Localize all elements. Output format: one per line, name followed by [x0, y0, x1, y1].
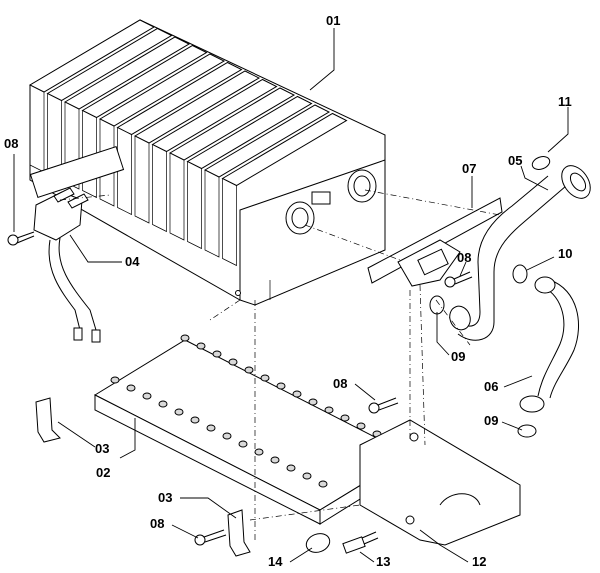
burner-nozzle: [238, 440, 248, 448]
washer-09-upper: [429, 295, 445, 315]
callout-05: 05: [508, 153, 522, 168]
alignment-lines: [59, 189, 501, 540]
burner-nozzle: [180, 334, 190, 342]
heat-exchanger-fin: [221, 112, 348, 187]
heat-exchanger-fin: [116, 61, 243, 136]
burner-nozzle: [324, 406, 334, 414]
bracket-03-left: [35, 397, 61, 443]
screw-13: [342, 531, 379, 554]
washer-09-lower: [517, 424, 537, 438]
bracket-03-bottom: [227, 509, 251, 557]
callout-10: 10: [558, 246, 572, 261]
callout-11: 11: [558, 94, 572, 109]
heat-exchanger-fin: [98, 53, 226, 127]
callout-02: 02: [96, 465, 110, 480]
pipe-05: [449, 165, 591, 341]
callout-12: 12: [472, 554, 486, 569]
manifold-plate-12: [359, 419, 521, 546]
burner-nozzle: [254, 448, 264, 456]
screw-08-bottom: [194, 529, 227, 546]
burner-nozzle: [270, 456, 280, 464]
callout-04: 04: [125, 254, 140, 269]
burner-nozzle: [340, 414, 350, 422]
callout-labels: 01 08 04 05 11 07 08 10 09 06 09 08 03 0…: [4, 13, 572, 569]
burner-nozzle: [276, 382, 286, 390]
callout-08-left: 08: [4, 136, 18, 151]
pipe-06: [519, 276, 580, 413]
heat-exchanger-fin: [81, 44, 208, 119]
callout-03-bottom: 03: [158, 490, 172, 505]
burner-nozzle: [206, 424, 216, 432]
burner-nozzle: [222, 432, 232, 440]
heat-exchanger-fin-side: [29, 85, 45, 173]
callout-08-manifold: 08: [333, 376, 347, 391]
burner-nozzle: [260, 374, 270, 382]
heat-exchanger-fin-side: [169, 153, 185, 241]
burner-nozzle: [308, 398, 318, 406]
burner-nozzle: [142, 392, 152, 400]
heat-exchanger-fin: [28, 19, 156, 93]
callout-07: 07: [462, 161, 476, 176]
burner-nozzle: [190, 416, 200, 424]
o-ring-10: [512, 264, 528, 284]
callout-14: 14: [268, 554, 283, 569]
heat-exchanger-fin: [63, 36, 191, 110]
burner-nozzle: [196, 342, 206, 350]
heat-exchanger-fin: [133, 70, 261, 144]
burner-nozzle: [286, 464, 296, 472]
gasket-plate: [367, 197, 503, 287]
callout-08-plate: 08: [457, 250, 471, 265]
heat-exchanger-fin-side: [152, 144, 167, 233]
burner-nozzle: [228, 358, 238, 366]
burner-nozzle: [174, 408, 184, 416]
callout-03-left: 03: [95, 441, 109, 456]
burner-nozzle: [318, 480, 328, 488]
leader-lines: [13, 28, 569, 563]
burner-nozzle: [302, 472, 312, 480]
heat-exchanger-fin: [186, 95, 313, 170]
burner-nozzle: [356, 422, 366, 430]
electrode-sensor: [29, 146, 125, 343]
burner-nozzle: [212, 350, 222, 358]
burner-nozzle: [126, 384, 136, 392]
heat-exchanger-fin-side: [204, 170, 220, 258]
burner-nozzle: [244, 366, 254, 374]
o-ring-11: [531, 156, 551, 170]
screw-08-left: [7, 231, 35, 246]
callout-09-lower: 09: [484, 413, 498, 428]
heat-exchanger-fin-side: [134, 136, 150, 224]
heat-exchanger-fin: [46, 27, 173, 102]
heat-exchanger-fin-side: [187, 161, 202, 250]
burner-nozzle: [292, 390, 302, 398]
heat-exchanger-fin: [151, 78, 278, 153]
callout-09-upper: 09: [451, 349, 465, 364]
callout-13: 13: [376, 554, 390, 569]
heat-exchanger-fin-side: [222, 178, 237, 267]
screw-08-plate: [444, 271, 473, 288]
heat-exchanger-fin: [168, 87, 296, 161]
burner-nozzle: [158, 400, 168, 408]
callout-01: 01: [326, 13, 340, 28]
burner-nozzle: [110, 376, 120, 384]
o-ring-14: [305, 533, 331, 553]
callout-08-bottom: 08: [150, 516, 164, 531]
screw-08-manifold: [368, 397, 399, 414]
heat-exchanger-fin: [203, 104, 331, 178]
callout-06: 06: [484, 379, 498, 394]
heat-exchanger: [28, 19, 386, 306]
